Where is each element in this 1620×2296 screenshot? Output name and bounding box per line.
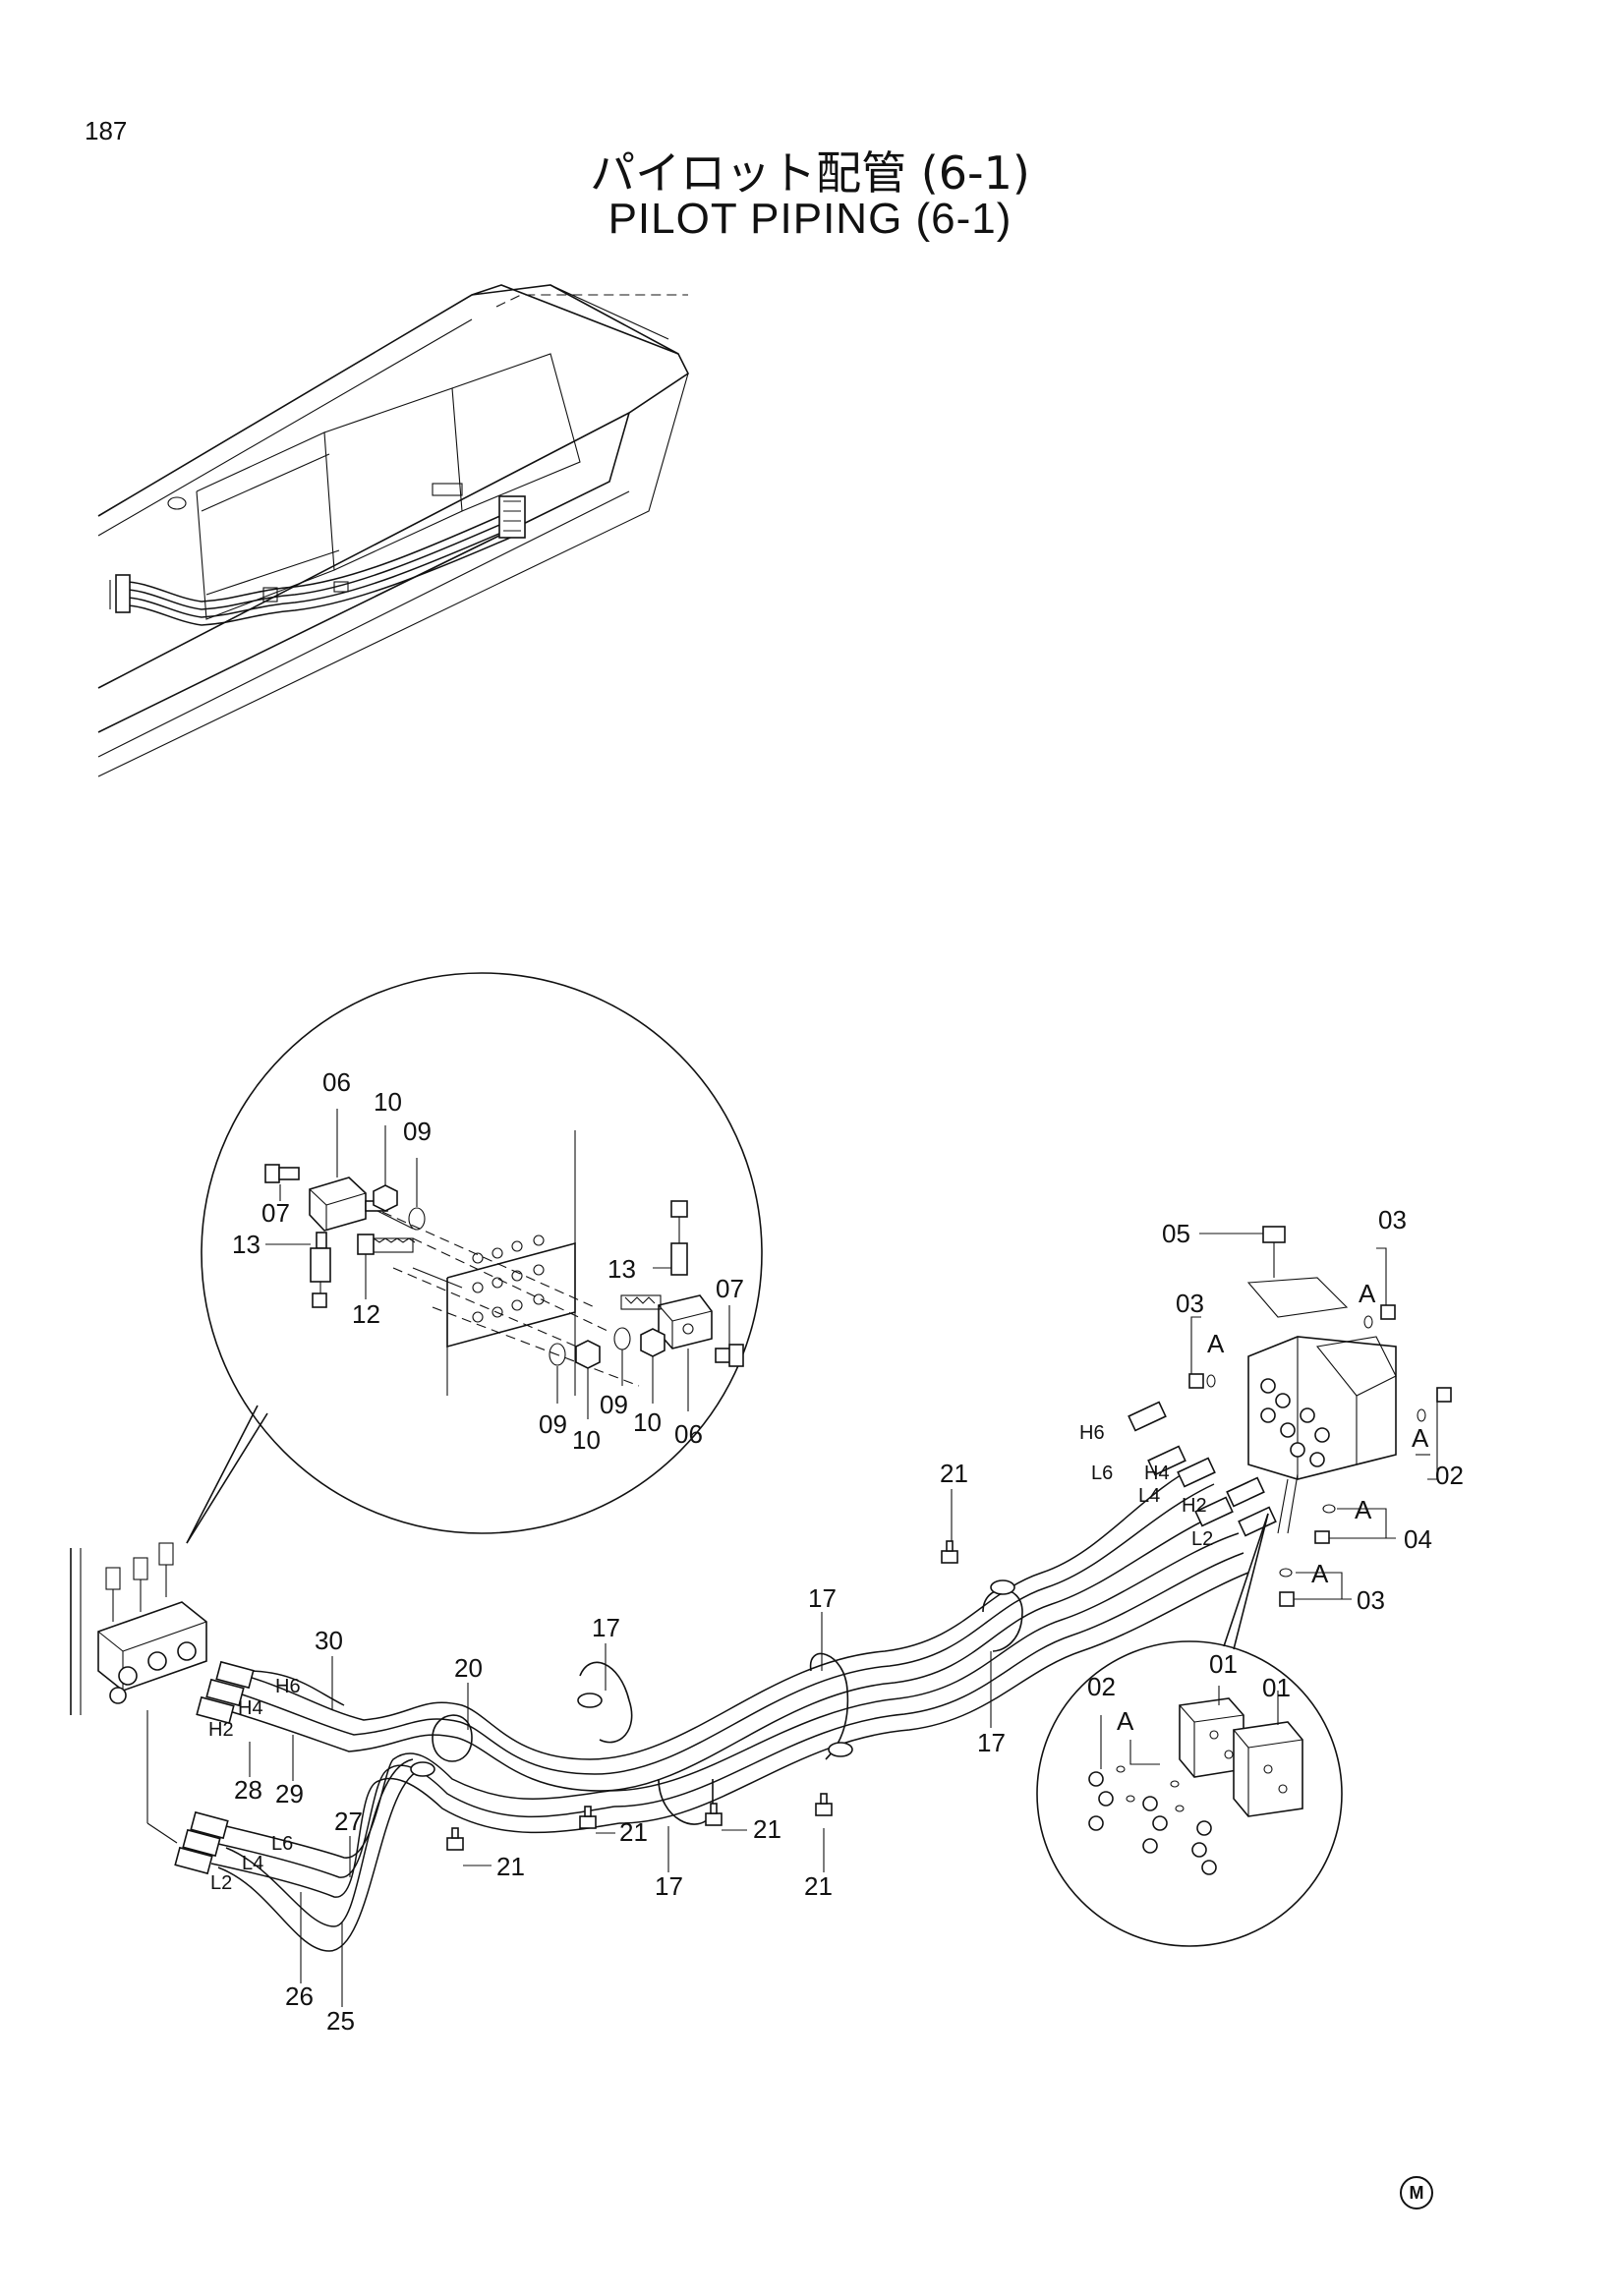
callout-02-right: 02	[1435, 1461, 1464, 1490]
callout-21-mid-right: 21	[753, 1814, 781, 1844]
port-label-l2-right: L2	[1191, 1528, 1213, 1550]
page-title-english: PILOT PIPING (6-1)	[608, 195, 1012, 243]
callout-09-lower-right: 09	[600, 1390, 628, 1419]
callout-01-left: 01	[1209, 1649, 1238, 1679]
callout-10-lower-right: 10	[633, 1407, 662, 1437]
callout-01-right: 01	[1262, 1673, 1291, 1702]
port-label-h2-left: H2	[208, 1719, 234, 1741]
callout-10-upper: 10	[374, 1087, 402, 1117]
port-label-h6-right: H6	[1079, 1422, 1105, 1444]
port-label-l6-right: L6	[1091, 1463, 1113, 1484]
callout-13-right: 13	[608, 1254, 636, 1284]
callout-17-bottom: 17	[655, 1871, 683, 1901]
callout-27: 27	[334, 1807, 363, 1836]
view-a-left: A	[1207, 1329, 1225, 1358]
callout-13-left: 13	[232, 1230, 260, 1259]
left-manifold-assembly	[70, 1542, 207, 1844]
page-title-japanese: パイロット配管 (6-1)	[590, 146, 1030, 200]
callout-17-right: 17	[977, 1728, 1006, 1757]
port-label-h4-right: H4	[1144, 1463, 1170, 1484]
callout-12: 12	[352, 1299, 380, 1329]
callout-20: 20	[454, 1653, 483, 1683]
view-a-04: A	[1355, 1495, 1372, 1524]
callout-21-left: 21	[496, 1852, 525, 1881]
callout-07-right: 07	[716, 1274, 744, 1303]
callout-26: 26	[285, 1981, 314, 2011]
callout-07-left: 07	[261, 1198, 290, 1228]
callout-09-lower-left: 09	[539, 1409, 567, 1439]
callout-02-circle: 02	[1087, 1672, 1116, 1701]
callout-17-top: 17	[808, 1583, 837, 1613]
page-number: 187	[85, 116, 128, 145]
port-label-h2-right: H2	[1182, 1495, 1207, 1517]
port-label-h4-left: H4	[238, 1697, 263, 1719]
port-label-h6-left: H6	[275, 1676, 301, 1697]
callout-06-lower-right: 06	[674, 1419, 703, 1449]
callout-28: 28	[234, 1775, 262, 1805]
detail-circle-lower	[1036, 1513, 1343, 1947]
callout-10-lower-left: 10	[572, 1425, 601, 1455]
port-label-l6-left: L6	[271, 1833, 293, 1855]
callout-09-upper: 09	[403, 1117, 432, 1146]
detail-circle-upper	[186, 972, 763, 1544]
callout-04: 04	[1404, 1524, 1432, 1554]
callout-21-upper: 21	[940, 1459, 968, 1488]
callout-17-mid: 17	[592, 1613, 620, 1642]
callout-30: 30	[315, 1626, 343, 1655]
callout-03-bottom: 03	[1357, 1585, 1385, 1615]
callout-03-top: 03	[1378, 1205, 1407, 1234]
frame-overview	[97, 284, 690, 777]
callout-21-bottom: 21	[804, 1871, 833, 1901]
view-a-right: A	[1412, 1423, 1429, 1453]
manufacturer-mark-icon: M	[1400, 2176, 1433, 2210]
callout-25: 25	[326, 2006, 355, 2036]
right-valve-block	[1188, 1226, 1452, 1607]
callout-29: 29	[275, 1779, 304, 1808]
port-label-l4-left: L4	[242, 1853, 263, 1874]
callout-03-left: 03	[1176, 1289, 1204, 1318]
hose-bundle	[174, 1401, 1277, 1952]
port-label-l2-left: L2	[210, 1872, 232, 1894]
callout-05: 05	[1162, 1219, 1190, 1248]
view-a-03: A	[1311, 1559, 1329, 1588]
port-label-l4-right: L4	[1138, 1485, 1160, 1507]
callout-21-mid-left: 21	[619, 1817, 648, 1847]
view-a-circle: A	[1117, 1706, 1134, 1736]
callout-06-upper-left: 06	[322, 1067, 351, 1097]
view-a-top: A	[1359, 1279, 1376, 1308]
